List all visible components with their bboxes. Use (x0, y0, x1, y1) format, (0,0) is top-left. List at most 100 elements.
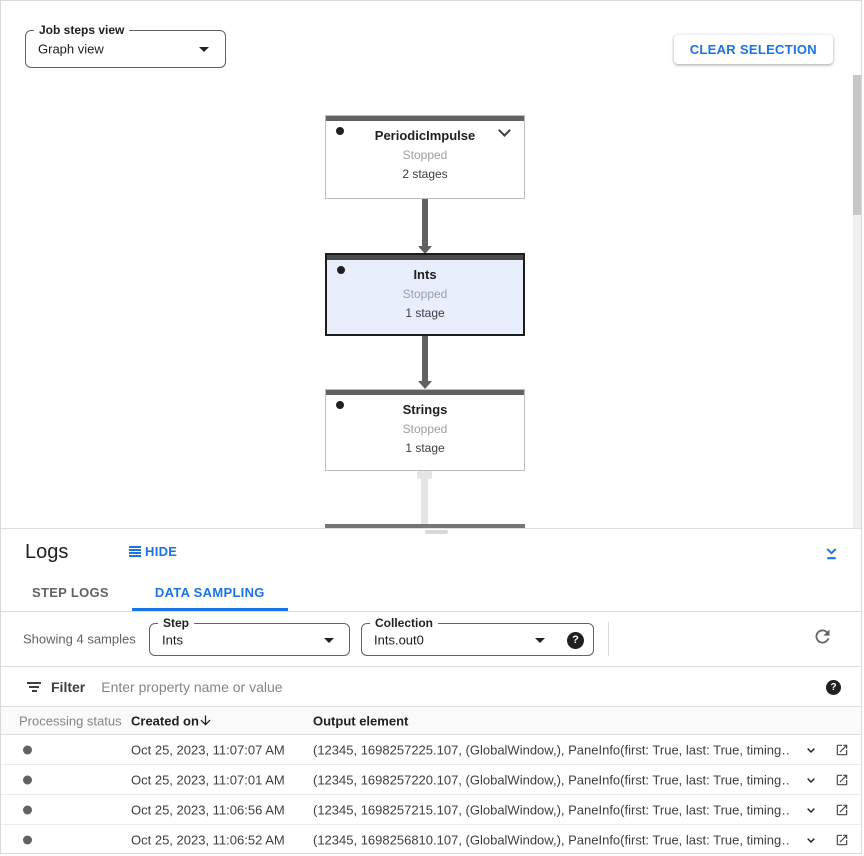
table-row: Oct 25, 2023, 11:06:52 AM (12345, 169825… (1, 825, 861, 853)
open-in-new-icon (836, 774, 848, 785)
collapse-panel-icon (826, 548, 837, 560)
created-on-cell: Oct 25, 2023, 11:07:01 AM (131, 772, 285, 787)
clear-selection-button[interactable]: CLEAR SELECTION (673, 35, 833, 64)
node-status: Stopped (402, 287, 448, 301)
table-header-row: Processing status Created on Output elem… (1, 707, 861, 735)
filter-label: Filter (51, 678, 86, 695)
open-in-new-button[interactable] (835, 833, 849, 847)
dropdown-caret-icon (324, 637, 334, 643)
expand-row-button[interactable] (803, 802, 819, 818)
processing-status-icon (23, 775, 32, 784)
job-steps-view-label: Job steps view (34, 23, 130, 37)
graph-edge-arrow (418, 246, 432, 254)
list-icon (129, 546, 141, 557)
tab-step-logs[interactable]: STEP LOGS (32, 585, 109, 600)
hide-label: HIDE (145, 544, 178, 559)
node-top-bar (327, 255, 523, 260)
step-select-label: Step (158, 616, 195, 630)
output-element-cell: (12345, 1698257225.107, (GlobalWindow,),… (313, 742, 791, 757)
column-header-output-element: Output element (313, 713, 409, 728)
graph-horizontal-scrollbar[interactable] (425, 530, 448, 534)
help-icon[interactable]: ? (826, 678, 841, 696)
node-status: Stopped (402, 148, 448, 162)
job-steps-view-select[interactable]: Job steps view Graph view (25, 23, 226, 68)
collection-select-value: Ints.out0 (374, 632, 424, 647)
node-stage-count: 2 stages (402, 167, 448, 181)
node-title: PeriodicImpulse (374, 128, 476, 143)
column-header-created-on[interactable]: Created on (131, 713, 199, 728)
output-element-cell: (12345, 1698257215.107, (GlobalWindow,),… (313, 802, 791, 817)
processing-status-icon (23, 745, 32, 754)
graph-edge (422, 199, 428, 246)
tab-data-sampling[interactable]: DATA SAMPLING (131, 577, 288, 611)
graph-node-ints[interactable]: Ints Stopped 1 stage (325, 253, 525, 336)
table-row: Oct 25, 2023, 11:07:07 AM (12345, 169825… (1, 735, 861, 765)
expand-row-button[interactable] (803, 832, 819, 848)
open-in-new-icon (836, 744, 848, 755)
job-steps-view-value: Graph view (38, 41, 104, 57)
expand-row-button[interactable] (803, 772, 819, 788)
chevron-down-icon (807, 777, 815, 783)
logs-panel: Logs HIDE STEP LOGS DATA SAMPLING Showin… (1, 528, 861, 853)
graph-vertical-scrollbar[interactable] (853, 75, 861, 528)
graph-edge-light (421, 471, 428, 524)
graph-node-periodicimpulse[interactable]: PeriodicImpulse Stopped 2 stages (325, 115, 525, 199)
collection-select[interactable]: Collection Ints.out0 ? (361, 616, 594, 656)
refresh-button[interactable] (812, 626, 833, 650)
filter-bar: Filter ? (1, 667, 861, 707)
chevron-down-icon (807, 837, 815, 843)
table-row: Oct 25, 2023, 11:06:56 AM (12345, 169825… (1, 795, 861, 825)
sampling-toolbar: Showing 4 samples Step Ints Collection I… (1, 612, 861, 667)
output-element-cell: (12345, 1698256810.107, (GlobalWindow,),… (313, 832, 791, 847)
step-select-value: Ints (162, 632, 183, 647)
open-in-new-button[interactable] (835, 803, 849, 817)
hide-logs-button[interactable]: HIDE (129, 544, 177, 559)
processing-status-icon (23, 835, 32, 844)
stopped-status-icon (336, 127, 344, 135)
created-on-cell: Oct 25, 2023, 11:06:52 AM (131, 832, 285, 847)
dropdown-caret-icon (199, 47, 209, 52)
filter-input[interactable] (101, 678, 826, 695)
created-on-cell: Oct 25, 2023, 11:06:56 AM (131, 802, 285, 817)
dropdown-caret-icon (535, 637, 545, 643)
stopped-status-icon (336, 401, 344, 409)
node-stage-count: 1 stage (405, 306, 445, 320)
filter-icon (27, 681, 41, 692)
logs-tabbar: STEP LOGS DATA SAMPLING (1, 577, 861, 612)
table-row: Oct 25, 2023, 11:07:01 AM (12345, 169825… (1, 765, 861, 795)
stopped-status-icon (337, 266, 345, 274)
minimize-panel-button[interactable] (821, 541, 842, 567)
node-stage-count: 1 stage (405, 441, 445, 455)
node-status: Stopped (402, 422, 448, 436)
scrollbar-thumb[interactable] (853, 75, 861, 215)
expand-row-button[interactable] (803, 742, 819, 758)
chevron-down-icon (807, 747, 815, 753)
sample-count-text: Showing 4 samples (23, 631, 136, 647)
graph-edge-arrow (418, 381, 432, 389)
help-icon[interactable]: ? (567, 631, 584, 649)
open-in-new-button[interactable] (835, 773, 849, 787)
job-graph-canvas[interactable]: Job steps view Graph view CLEAR SELECTIO… (1, 1, 861, 529)
question-mark-glyph: ? (567, 631, 584, 649)
sort-descending-icon[interactable] (198, 713, 213, 728)
open-in-new-icon (836, 804, 848, 815)
chevron-down-icon (807, 807, 815, 813)
refresh-icon (815, 629, 830, 644)
node-title: Strings (402, 402, 448, 417)
column-header-processing-status: Processing status (19, 713, 122, 728)
partial-node-top-bar (325, 524, 525, 529)
output-element-cell: (12345, 1698257220.107, (GlobalWindow,),… (313, 772, 791, 787)
toolbar-divider (608, 622, 609, 656)
created-on-cell: Oct 25, 2023, 11:07:07 AM (131, 742, 285, 757)
graph-node-strings[interactable]: Strings Stopped 1 stage (325, 389, 525, 471)
open-in-new-icon (836, 834, 848, 845)
open-in-new-button[interactable] (835, 743, 849, 757)
logs-panel-title: Logs (25, 541, 69, 563)
graph-edge (422, 336, 428, 381)
node-top-bar (326, 116, 524, 121)
node-title: Ints (413, 267, 437, 282)
question-mark-glyph: ? (826, 680, 841, 696)
step-select[interactable]: Step Ints (149, 616, 350, 656)
processing-status-icon (23, 805, 32, 814)
